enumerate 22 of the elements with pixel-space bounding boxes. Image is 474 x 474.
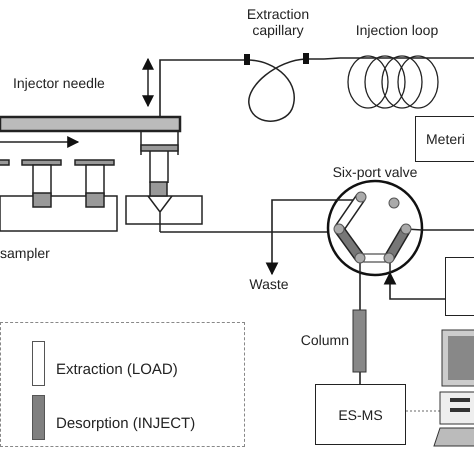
ms-box: ES-MS	[315, 384, 406, 445]
connector-line	[406, 410, 440, 412]
part-label: Injector needle	[13, 75, 105, 91]
part-label: sampler	[0, 245, 50, 261]
part-label: Six-port valve	[332, 164, 418, 180]
connector-line	[422, 229, 474, 231]
instrument-box	[445, 257, 474, 316]
waste-label: Waste	[240, 274, 298, 294]
legend-label: Extraction (LOAD)	[56, 362, 178, 378]
metering-box: Meteri	[415, 116, 474, 162]
part-label: Column	[300, 332, 349, 348]
connector-line	[324, 57, 340, 60]
connector-line	[359, 273, 361, 310]
connector-line	[159, 59, 232, 117]
connector-line	[359, 372, 361, 384]
connector-line	[454, 57, 474, 59]
part-label: Extraction capillary	[246, 6, 310, 38]
arrow	[266, 199, 337, 276]
legend-label: Desorption (INJECT)	[56, 416, 196, 432]
part-label: Injection loop	[354, 22, 440, 38]
connector-line	[160, 231, 329, 233]
arrow	[384, 272, 445, 300]
